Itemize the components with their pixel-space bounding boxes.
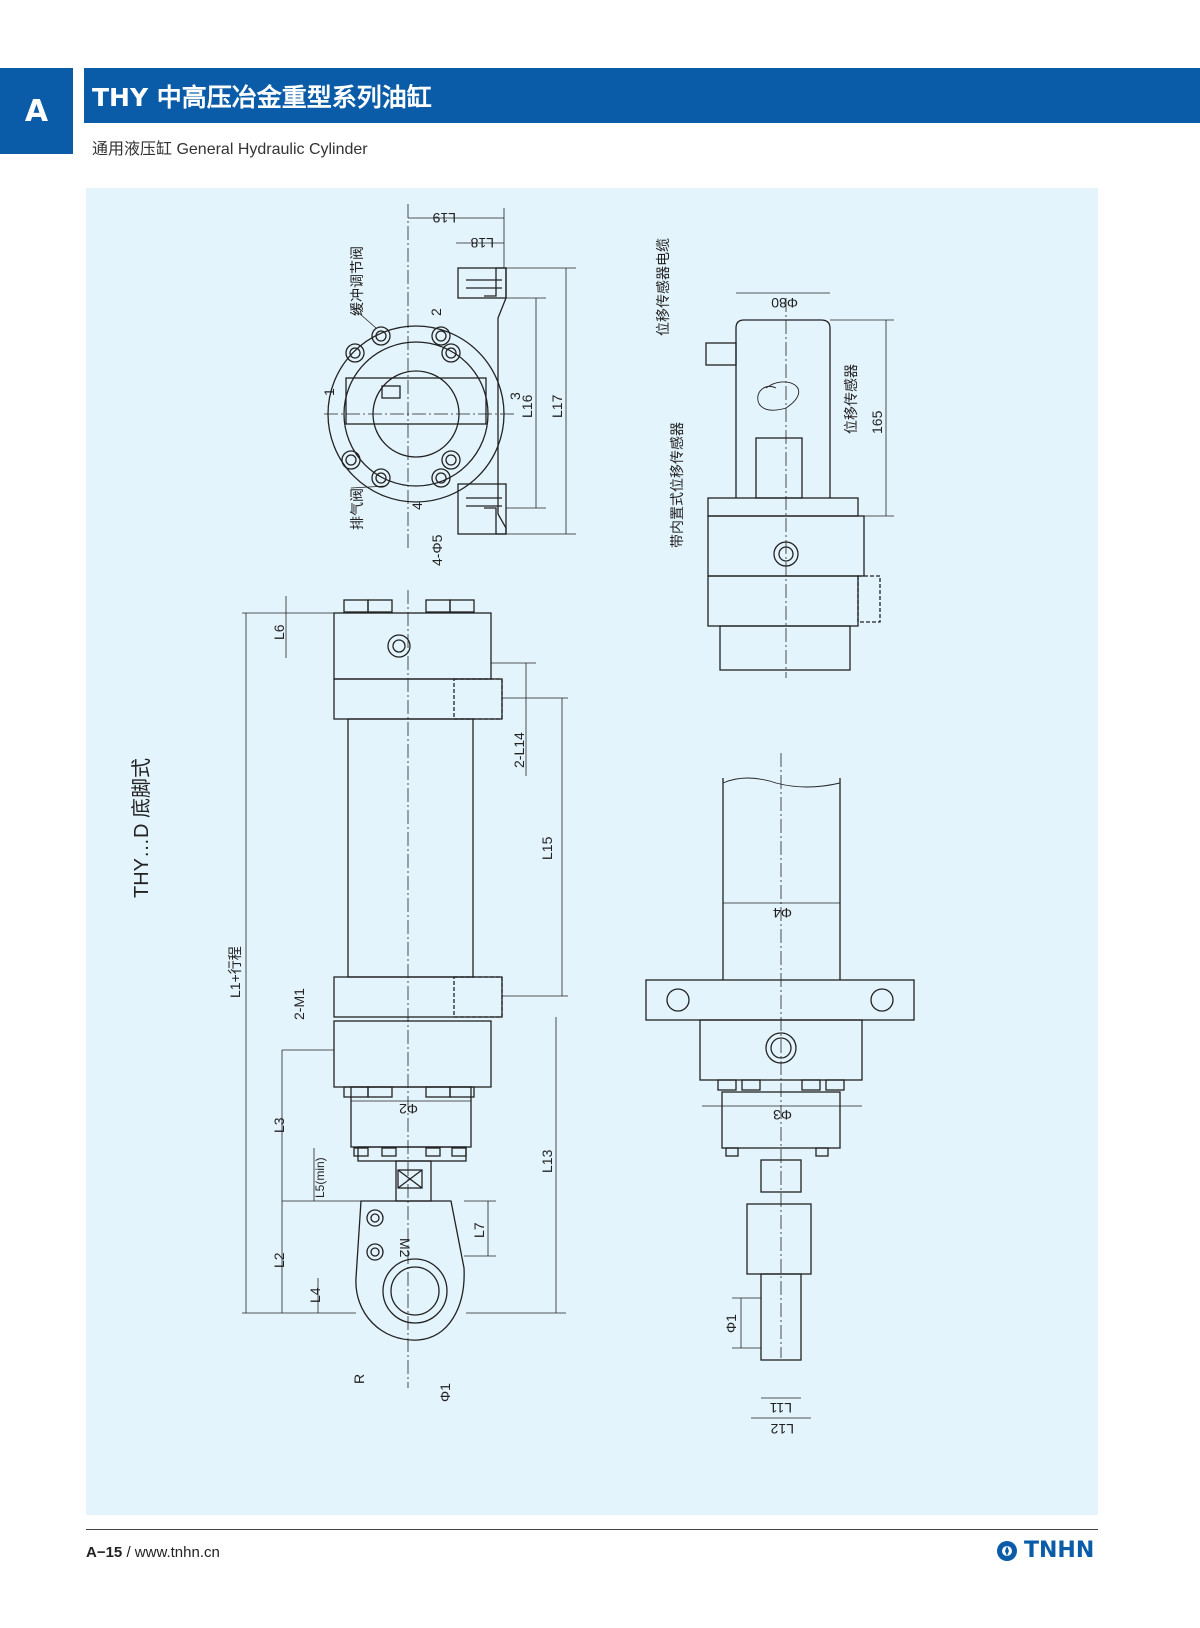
dim-L12: L12 [770,1421,794,1437]
section-tab: A [0,68,73,154]
dim-phi1-front: Φ1 [723,1314,739,1333]
footer: A−15 / www.tnhn.cn [86,1544,220,1561]
drawing-panel: THY…D 底脚式 L19 L18 L16 L17 1 2 3 4 4-Φ5 缓… [86,188,1098,1515]
dim-L4: L4 [307,1287,323,1303]
dim-2-M1: 2-M1 [291,988,307,1020]
callout-sensor: 位移传感器 [843,364,859,434]
dim-L18: L18 [470,235,494,251]
dim-phi4: Φ4 [773,905,792,921]
dim-L3: L3 [271,1117,287,1133]
end-view [327,267,507,535]
side-view [333,599,503,1341]
dim-phi3: Φ3 [773,1107,792,1123]
dim-L2: L2 [271,1252,287,1268]
dim-phi1-side: Φ1 [437,1383,453,1402]
dim-phi2: Φ2 [399,1101,418,1117]
dim-L13: L13 [539,1149,555,1173]
callout-vent-valve: 排气阀 [349,488,365,530]
callout-builtin-sensor: 带内置式位移传感器 [669,422,685,548]
dim-L1-stroke: L1+行程 [227,946,243,998]
website-link[interactable]: www.tnhn.cn [134,1544,220,1561]
cylinder-drawing: THY…D 底脚式 L19 L18 L16 L17 1 2 3 4 4-Φ5 缓… [130,204,915,1437]
footer-divider [86,1529,1098,1530]
dim-L7: L7 [471,1222,487,1238]
dim-2-L14: 2-L14 [511,732,527,768]
section-letter: A [24,93,49,129]
dim-3: 3 [507,392,523,400]
dim-4: 4 [409,502,425,510]
dim-phi80: Φ80 [771,295,798,311]
callout-sensor-cable: 位移传感器电缆 [655,238,671,336]
brand-gear-icon [997,1540,1017,1561]
dim-L11: L11 [769,1400,792,1416]
dim-L15: L15 [539,836,555,860]
brand-logo: TNHN [995,1538,1094,1563]
dim-1: 1 [321,388,337,396]
mount-type-label: THY…D 底脚式 [130,758,153,898]
page-number: A−15 [86,1544,123,1561]
dim-4-phi5: 4-Φ5 [429,534,445,566]
page-subtitle: 通用液压缸 General Hydraulic Cylinder [92,141,368,158]
dim-L19: L19 [432,210,456,226]
page-title: THY 中高压冶金重型系列油缸 [92,82,432,112]
dim-M2: M2 [397,1238,413,1258]
dim-2: 2 [428,308,444,316]
brand-name: TNHN [1024,1538,1095,1563]
front-view [645,777,915,1361]
dim-L17: L17 [549,394,565,418]
dim-165: 165 [869,410,885,434]
dim-L5-min: L5(min) [313,1157,327,1198]
dim-R: R [351,1374,367,1384]
sensor-view [705,319,881,671]
dim-L16: L16 [519,394,535,418]
dim-L6: L6 [271,624,287,640]
page-title-bar: THY 中高压冶金重型系列油缸 [84,68,1200,123]
callout-buffer-valve: 缓冲调节阀 [349,246,365,316]
footer-separator: / [126,1544,131,1561]
